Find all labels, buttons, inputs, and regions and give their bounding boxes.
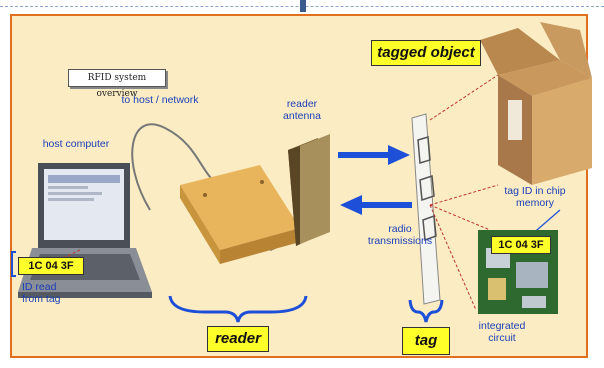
integrated-circuit-label: integrated circuit [470, 320, 534, 344]
tag-id-memory-text: tag ID in chip memory [504, 185, 566, 209]
reader-label: reader [207, 326, 269, 352]
id-read-from-tag-label: ID read from tag [22, 281, 78, 305]
reader-antenna-label: reader antenna [272, 98, 332, 122]
to-host-network-label: to host / network [120, 94, 200, 106]
rfid-tag-strip [411, 113, 441, 305]
top-tick-marker [300, 0, 306, 12]
leader-lines [54, 74, 499, 311]
id-read-brace [11, 251, 16, 277]
reader-brace [168, 295, 308, 323]
host-computer-text: host computer [42, 138, 110, 150]
radio-arrows [338, 145, 412, 215]
integrated-circuit-text: integrated circuit [478, 320, 526, 344]
tagged-object-label: tagged object [371, 40, 481, 66]
id-read-from-tag-text: ID read from tag [22, 281, 61, 305]
rfid-overview-label: RFID system overview [68, 69, 166, 99]
tag-label: tag [402, 327, 450, 355]
tag-id-memory-label: tag ID in chip memory [500, 185, 570, 209]
host-computer-label: host computer [30, 138, 122, 150]
chip-tag-id-value: 1C 04 3F [491, 236, 551, 254]
reader-antenna-device [288, 134, 330, 246]
laptop-computer [18, 163, 152, 298]
radio-transmissions-label: radio transmissions [365, 223, 435, 247]
to-host-network-text: to host / network [121, 94, 199, 106]
host-tag-id-value: 1C 04 3F [18, 257, 84, 275]
reader-device [180, 165, 300, 264]
cardboard-box [480, 22, 592, 185]
reader-antenna-text: reader antenna [283, 98, 321, 122]
radio-transmissions-text: radio transmissions [367, 223, 433, 247]
tag-brace [408, 299, 444, 323]
network-cable [131, 123, 233, 211]
